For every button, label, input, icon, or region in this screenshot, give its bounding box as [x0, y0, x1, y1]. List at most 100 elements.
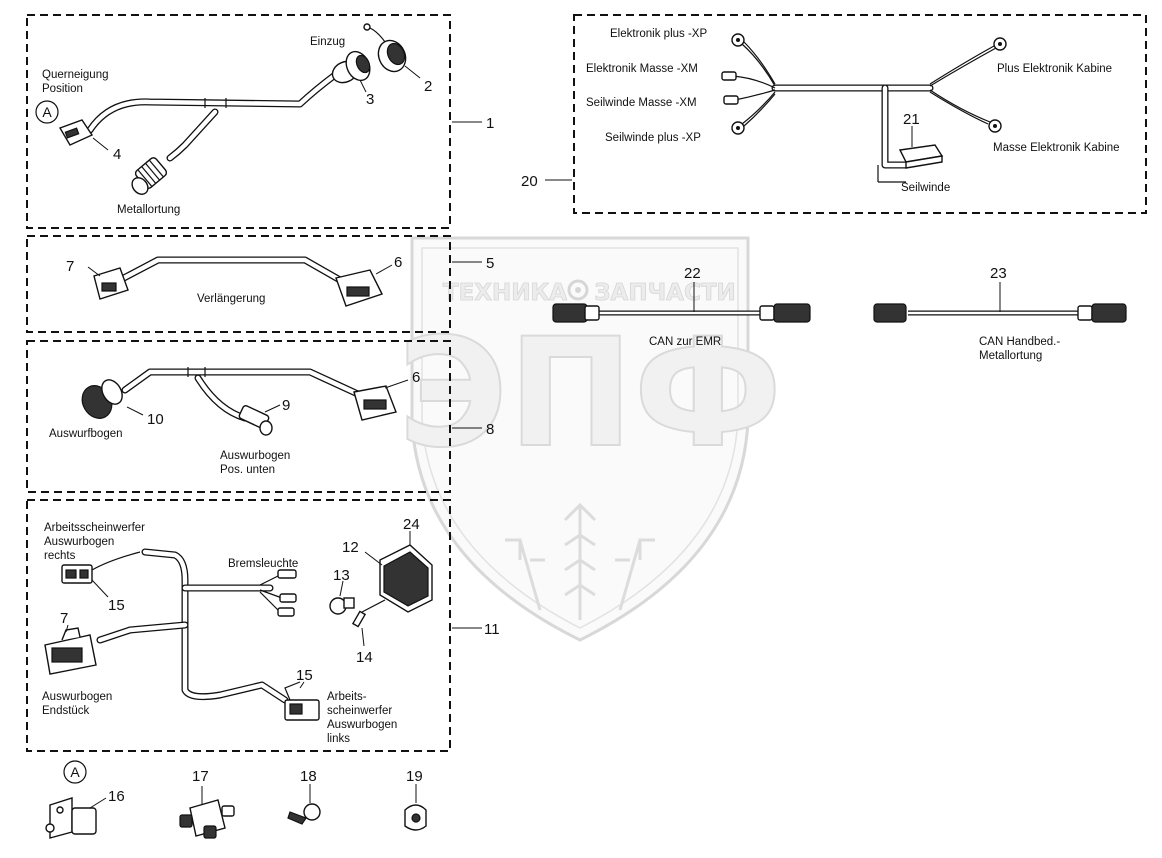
- box-group-11: [26, 499, 451, 752]
- label-seilwinde-plus: Seilwinde plus -XP: [605, 132, 701, 144]
- label-aws-links-3: Auswurbogen: [327, 719, 397, 731]
- sensor-16: [45, 797, 97, 839]
- brake-light-24: [379, 544, 433, 613]
- label-bremsleuchte: Bremsleuchte: [228, 558, 298, 570]
- reference-marker-a-bottom: A: [63, 760, 87, 784]
- harness-group-11: Arbeitsscheinwerfer Auswurbogen rechts B…: [42, 516, 500, 745]
- ring-terminal-seilwinde-plus: [731, 121, 745, 135]
- label-aws-links-2: scheinwerfer: [327, 705, 392, 717]
- harness-group-5: 7 6 Verlängerung 5: [66, 254, 494, 307]
- callout-6: 6: [394, 254, 402, 271]
- connector-6b: [353, 385, 397, 421]
- callout-8: 8: [486, 421, 494, 438]
- label-can-emr: CAN zur EMR: [649, 336, 721, 348]
- can-cable-23: 23 CAN Handbed.- Metallortung: [873, 265, 1127, 362]
- box-group-1: [26, 14, 451, 229]
- callout-18: 18: [300, 768, 317, 785]
- connector-6: [335, 269, 383, 307]
- label-endstueck-2: Endstück: [42, 705, 90, 717]
- label-aws-links-1: Arbeits-: [327, 691, 367, 703]
- label-endstueck-1: Auswurbogen: [42, 691, 112, 703]
- callout-16: 16: [108, 788, 125, 805]
- watermark: ТЕХНИКА ЗАПЧАСТИ ЭПФ: [397, 236, 783, 642]
- label-seilwinde: Seilwinde: [901, 182, 950, 194]
- callout-14: 14: [356, 649, 373, 666]
- round-connector-metallortung: [131, 157, 168, 195]
- label-elektronik-masse: Elektronik Masse -XM: [586, 63, 698, 75]
- harness-group-8: 10 Auswurfbogen 9 Auswurbogen Pos. unten…: [49, 367, 494, 476]
- harness-group-20: Elektronik plus -XP Elektronik Masse -XM…: [521, 28, 1120, 194]
- svg-text:A: A: [70, 764, 80, 780]
- ring-terminal-seilwinde-masse: [723, 95, 739, 105]
- box-group-20: [573, 14, 1147, 214]
- label-can-hand-2: Metallortung: [979, 350, 1042, 362]
- callout-9: 9: [282, 397, 290, 414]
- sensor-connector-9: [238, 405, 273, 436]
- callout-24: 24: [403, 516, 420, 533]
- label-can-hand-1: CAN Handbed.-: [979, 336, 1060, 348]
- t-connector-17: [179, 799, 235, 839]
- callout-21: 21: [903, 111, 920, 128]
- callout-3: 3: [366, 91, 374, 108]
- clamp-18: [287, 803, 321, 825]
- flat-connector-4: [58, 119, 94, 146]
- callout-13: 13: [333, 567, 350, 584]
- label-pos-unten: Pos. unten: [220, 464, 275, 476]
- loose-parts: A 16 17 18 19: [45, 760, 427, 839]
- label-aws-rechts-2: Auswurbogen: [44, 536, 114, 548]
- wheat-icon: [505, 502, 655, 620]
- label-verlaengerung: Verlängerung: [197, 293, 265, 305]
- ring-terminal-elektronik-masse: [721, 71, 737, 81]
- watermark-right-word: ЗАПЧАСТИ: [594, 280, 736, 306]
- callout-6b: 6: [412, 369, 420, 386]
- callout-1: 1: [486, 115, 494, 132]
- callout-22: 22: [684, 265, 701, 282]
- watermark-left-word: ТЕХНИКА: [443, 280, 567, 306]
- label-seilwinde-masse: Seilwinde Masse -XM: [586, 97, 697, 109]
- callout-11: 11: [484, 621, 500, 638]
- label-aws-rechts-1: Arbeitsscheinwerfer: [44, 522, 145, 534]
- reference-marker-a: A: [35, 100, 59, 124]
- label-plus-kabine: Plus Elektronik Kabine: [997, 63, 1112, 75]
- callout-17: 17: [192, 768, 209, 785]
- group-boxes: [26, 14, 1147, 752]
- can-cable-22: 22 CAN zur EMR: [552, 265, 811, 348]
- label-elektronik-plus: Elektronik plus -XP: [610, 28, 707, 40]
- connector-15b: [284, 699, 320, 721]
- callout-4: 4: [113, 146, 121, 163]
- callout-12: 12: [342, 539, 359, 556]
- label-aws-links-4: links: [327, 733, 350, 745]
- label-auswurfbogen: Auswurfbogen: [49, 428, 123, 440]
- connector-15a: [61, 564, 93, 584]
- callout-7: 7: [66, 258, 74, 275]
- harness-group-1: A Einzug Querneigung Position Metallortu…: [35, 23, 494, 216]
- callout-2: 2: [424, 78, 432, 95]
- label-auswurbogen-pos: Auswurbogen: [220, 450, 290, 462]
- callout-15b: 15: [296, 667, 313, 684]
- label-position: Position: [42, 83, 83, 95]
- callout-20: 20: [521, 173, 538, 190]
- ring-terminal-elektronik-plus: [731, 33, 745, 47]
- callout-10: 10: [147, 411, 164, 428]
- round-connector-3: [331, 50, 371, 84]
- round-connector-10: [81, 379, 123, 419]
- bulb-13: [329, 597, 355, 615]
- connector-7b: [44, 627, 97, 675]
- box-group-5: [26, 235, 451, 333]
- watermark-logo-text: ЭПФ: [398, 307, 782, 481]
- box-group-8: [26, 340, 451, 493]
- watermark-shield: [410, 236, 750, 642]
- callout-5: 5: [486, 255, 494, 272]
- label-masse-kabine: Masse Elektronik Kabine: [993, 142, 1120, 154]
- ring-terminal-masse-kabine: [988, 119, 1002, 133]
- label-metallortung: Metallortung: [117, 204, 180, 216]
- connector-cap-2: [363, 23, 407, 73]
- gear-icon: [567, 279, 589, 301]
- svg-text:A: A: [42, 104, 52, 120]
- callout-15a: 15: [108, 597, 125, 614]
- callout-19: 19: [406, 768, 423, 785]
- label-aws-rechts-3: rechts: [44, 550, 76, 562]
- relay-21: [898, 144, 944, 169]
- ring-terminal-plus-kabine: [993, 37, 1007, 51]
